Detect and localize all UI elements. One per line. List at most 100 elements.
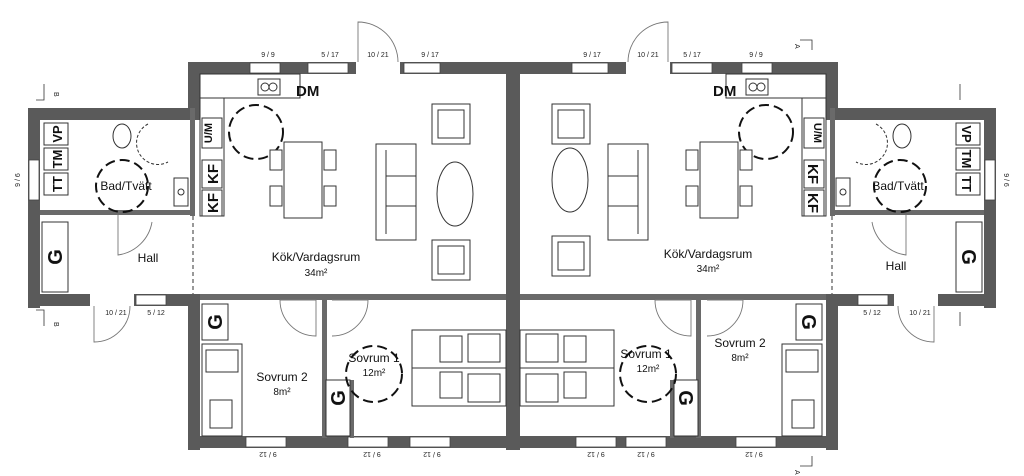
- kf-box-right-1: [803, 159, 825, 189]
- bathroom-left-fixtures: [43, 122, 189, 207]
- g-closet-sovrum1-right: [673, 379, 699, 437]
- section-marker-labels: A A B B: [52, 44, 800, 475]
- room-sovrum2-left-area: 8m²: [273, 387, 291, 398]
- room-sovrum1-left: Sovrum 1: [348, 351, 400, 365]
- sofa-left: [375, 143, 417, 241]
- kf-box-left-2: [201, 189, 223, 217]
- turning-circle-sovrum1-right: [619, 345, 677, 403]
- g-closet-hall-right: [955, 221, 983, 293]
- dim-bottom-3: 9 / 12: [423, 450, 441, 457]
- g-closet-sovrum1-left: [325, 379, 351, 437]
- dim-top-5: 9 / 17: [583, 52, 601, 59]
- g-closet-sovrum2-left: [201, 303, 229, 341]
- tt-box-left: [43, 172, 69, 196]
- table-left: [283, 141, 323, 219]
- bedroom-left-furniture: [201, 303, 507, 437]
- section-b-bottom: B: [52, 322, 59, 327]
- room-kok-right-area: 34m²: [697, 264, 720, 275]
- tm-box-right: [955, 147, 981, 171]
- vp-box-right: [955, 122, 981, 146]
- room-kok-left-area: 34m²: [305, 268, 328, 279]
- turning-circle-sovrum1-left: [345, 345, 403, 403]
- bedroom-right-furniture: [519, 303, 823, 437]
- exterior-door-openings: [90, 61, 938, 307]
- living-right: [551, 103, 649, 277]
- dm-label-right: DM: [713, 83, 736, 100]
- room-sovrum1-right-area: 12m²: [637, 364, 660, 375]
- g-label-sovrum2-right: G: [797, 314, 819, 330]
- g-closet-sovrum2-right: [795, 303, 823, 341]
- um-label-right: U/M: [811, 123, 823, 143]
- dashed-openings: [192, 216, 833, 294]
- room-bad-left: Bad/Tvätt: [100, 179, 152, 193]
- turning-circle-bath-right: [873, 159, 927, 213]
- dm-label-left: DM: [296, 83, 319, 100]
- tt-label-left: TT: [50, 176, 65, 192]
- dim-top-7: 5 / 17: [683, 52, 701, 59]
- dim-bottom-6: 9 / 12: [745, 450, 763, 457]
- kitchen-left-units: [199, 73, 301, 217]
- door-swings: [93, 21, 935, 343]
- dim-top-2: 5 / 17: [321, 52, 339, 59]
- interior-walls: [40, 108, 984, 438]
- dim-mid-right-2: 10 / 21: [909, 310, 931, 317]
- living-left: [375, 103, 474, 281]
- exterior-walls: [28, 62, 996, 450]
- kf-box-right-2: [803, 189, 825, 217]
- dining-left: [269, 141, 337, 219]
- table-right: [699, 141, 739, 219]
- dim-bottom-1: 9 / 12: [259, 450, 277, 457]
- sofa-right: [607, 143, 649, 241]
- fixture-labels: DM DM U/M U/M KF KF KF KF VP TM TT VP TM…: [45, 83, 979, 406]
- dim-mid-left-1: 10 / 21: [105, 310, 127, 317]
- room-hall-left: Hall: [138, 251, 159, 265]
- dim-top-4: 9 / 17: [421, 52, 439, 59]
- room-kok-right: Kök/Vardagsrum: [664, 247, 752, 261]
- dim-side-right: 9 / 6: [1002, 173, 1009, 187]
- room-bad-right: Bad/Tvätt: [872, 179, 924, 193]
- g-label-sovrum1-left: G: [328, 390, 350, 406]
- section-a-bottom: A: [793, 470, 800, 475]
- um-box-right: [803, 117, 825, 149]
- turning-circle-bath-left: [95, 159, 149, 213]
- dim-top-6: 10 / 21: [637, 52, 659, 59]
- kitchen-right-units: [725, 73, 827, 217]
- tm-label-left: TM: [50, 150, 65, 169]
- dining-right: [685, 141, 753, 219]
- windows: [28, 62, 996, 448]
- room-labels: Kök/Vardagsrum 34m² Kök/Vardagsrum 34m² …: [100, 179, 924, 398]
- section-a-top: A: [793, 44, 800, 49]
- kf-label-right-2: KF: [804, 193, 821, 213]
- dim-bottom-5: 9 / 12: [637, 450, 655, 457]
- g-label-sovrum1-right: G: [674, 390, 696, 406]
- dimension-labels: 9 / 9 5 / 17 10 / 21 9 / 17 9 / 17 10 / …: [15, 52, 1009, 457]
- dim-side-left: 9 / 6: [15, 173, 22, 187]
- room-sovrum2-left: Sovrum 2: [256, 370, 308, 384]
- dim-bottom-2: 9 / 12: [363, 450, 381, 457]
- room-sovrum1-right: Sovrum 1: [620, 347, 672, 361]
- dim-top-3: 10 / 21: [367, 52, 389, 59]
- tt-box-right: [955, 172, 981, 196]
- turning-circle-kitchen-right: [738, 104, 794, 160]
- coffee-table-right: [551, 147, 589, 213]
- toilet-left-icon: [112, 123, 132, 149]
- g-closet-hall-left: [41, 221, 69, 293]
- g-label-hall-right: G: [957, 249, 979, 265]
- vp-label-right: VP: [959, 125, 974, 143]
- section-markers: [36, 39, 961, 467]
- toilet-right-icon: [892, 123, 912, 149]
- room-kok-left: Kök/Vardagsrum: [272, 250, 360, 264]
- tm-label-right: TM: [959, 150, 974, 169]
- room-hall-right: Hall: [886, 259, 907, 273]
- um-label-left: U/M: [203, 123, 215, 143]
- room-sovrum1-left-area: 12m²: [363, 368, 386, 379]
- dim-top-1: 9 / 9: [261, 52, 275, 59]
- room-sovrum2-right: Sovrum 2: [714, 336, 766, 350]
- kf-label-left-2: KF: [205, 193, 222, 213]
- um-box-left: [201, 117, 223, 149]
- kf-label-left-1: KF: [205, 164, 222, 184]
- section-b-top: B: [52, 92, 59, 97]
- coffee-table-left: [436, 161, 474, 227]
- turning-circle-kitchen-left: [228, 104, 284, 160]
